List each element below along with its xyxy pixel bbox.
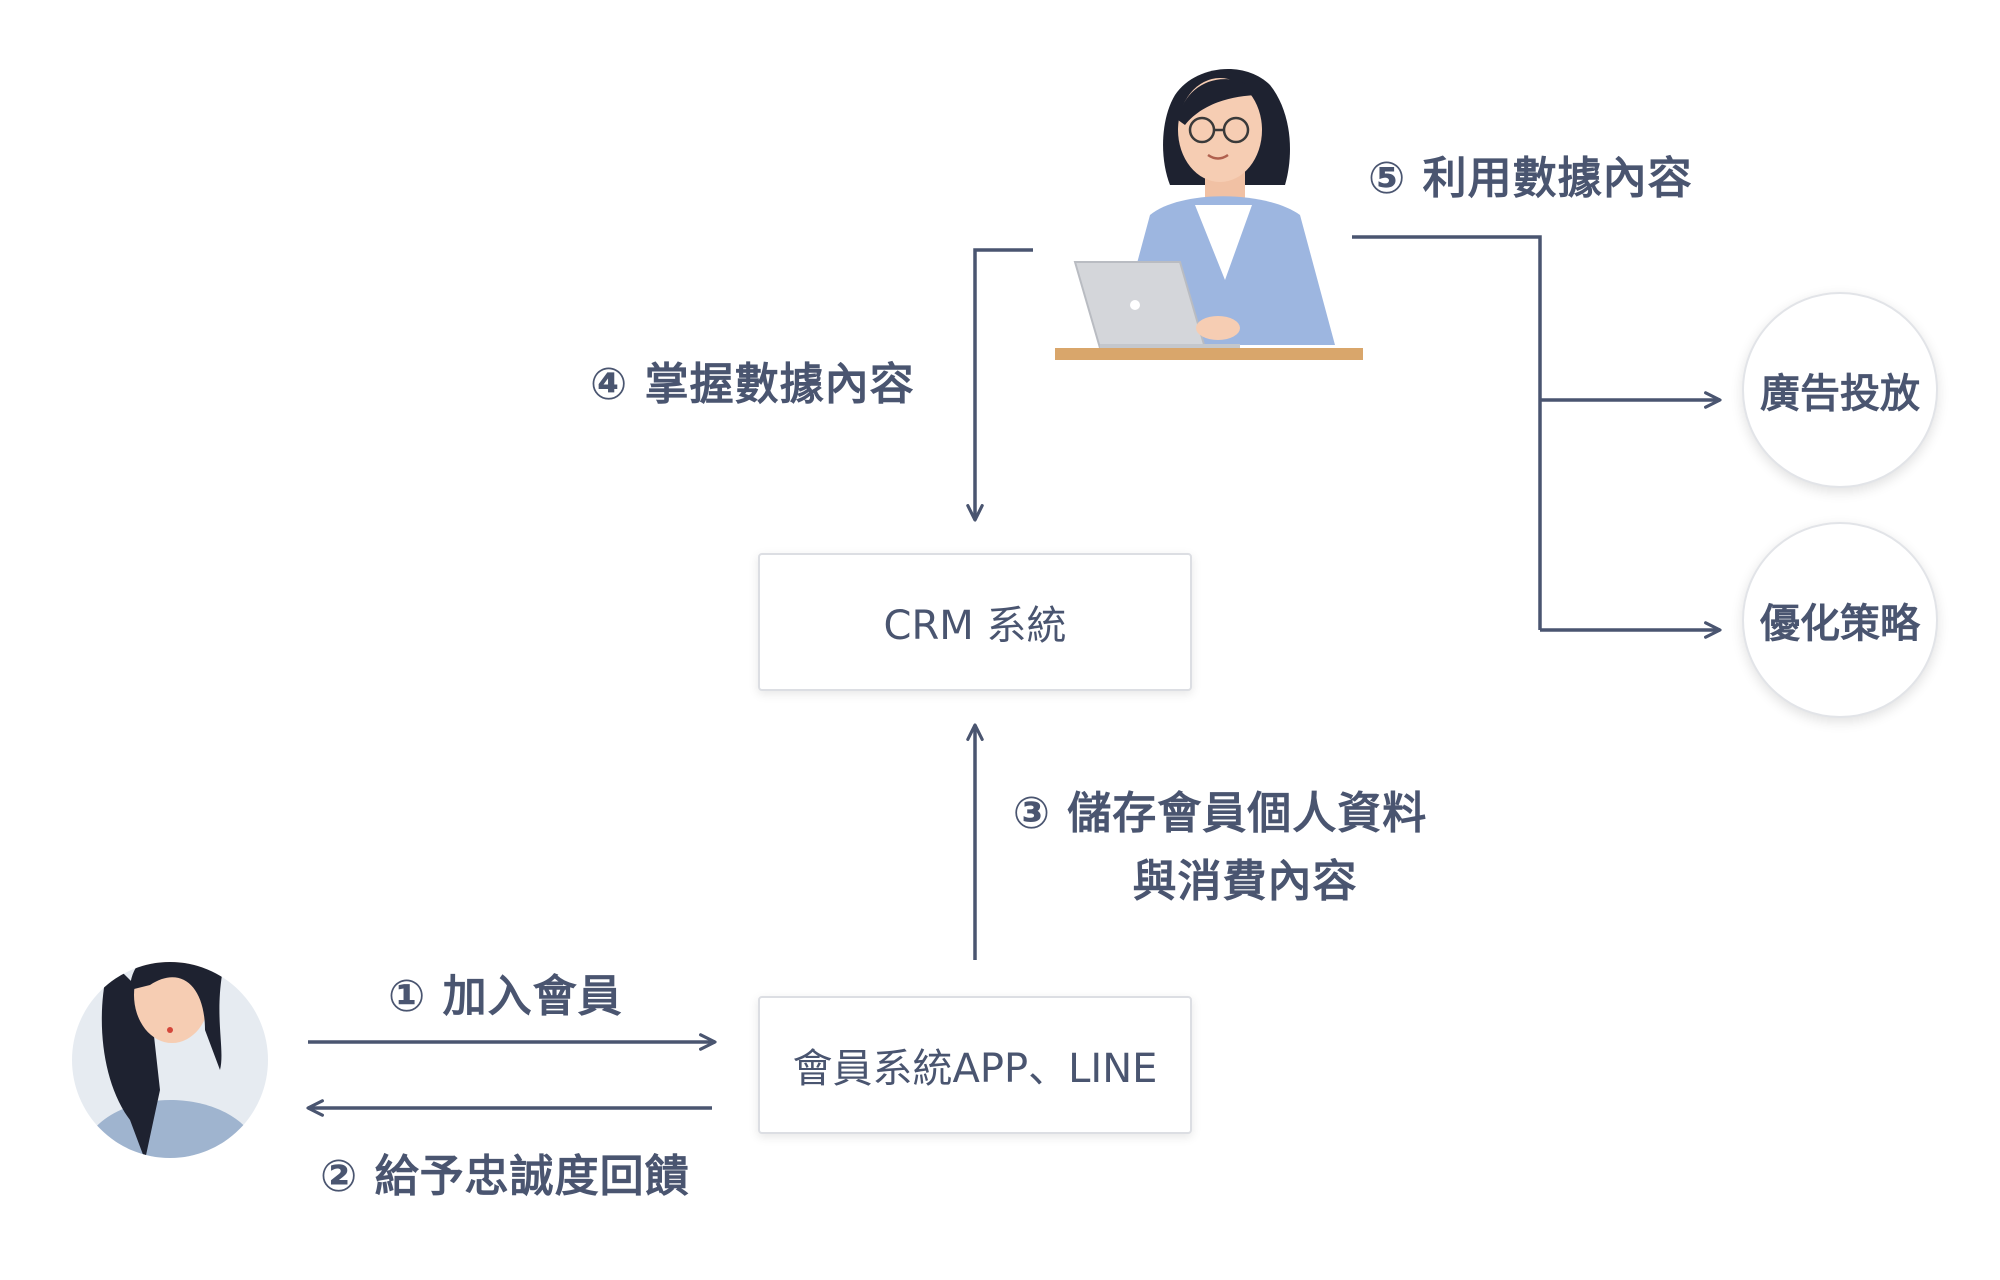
- arrow-step4-down: [966, 248, 1033, 522]
- ads-label: 廣告投放: [1760, 371, 1920, 417]
- ads-node: 廣告投放: [1742, 292, 1938, 488]
- step4-label: ④ 掌握數據內容: [590, 359, 915, 410]
- optimize-node: 優化策略: [1742, 522, 1938, 718]
- step3-line1: ③ 儲存會員個人資料: [1012, 788, 1428, 839]
- optimize-label: 優化策略: [1760, 601, 1920, 647]
- crm-system-box: CRM 系統: [758, 553, 1192, 691]
- crm-system-label: CRM 系統: [883, 603, 1067, 649]
- step3-line2: 與消費內容: [1132, 856, 1358, 907]
- analyst-person-icon: [1055, 68, 1363, 360]
- step3-label: ③ 儲存會員個人資料 與消費內容: [1010, 780, 1430, 916]
- member-app-label: 會員系統APP、LINE: [792, 1046, 1158, 1092]
- step2-label: ② 給予忠誠度回饋: [320, 1151, 690, 1202]
- member-avatar-icon: [72, 962, 268, 1158]
- arrow-step5-trunk: [1352, 235, 1542, 630]
- member-app-box: 會員系統APP、LINE: [758, 996, 1192, 1134]
- step5-label: ⑤ 利用數據內容: [1368, 153, 1693, 204]
- step1-label: ① 加入會員: [388, 971, 623, 1022]
